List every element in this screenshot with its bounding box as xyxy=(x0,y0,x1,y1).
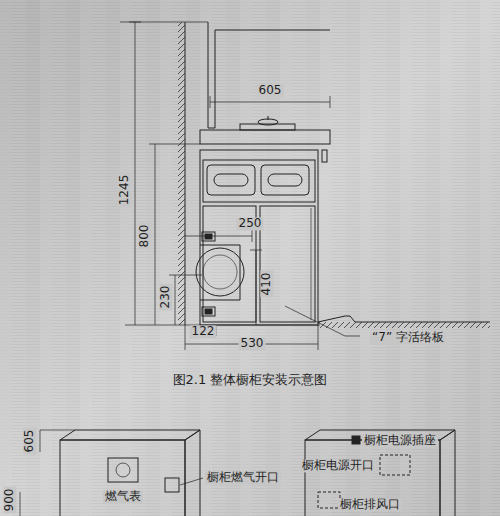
dimension-value: 1245 xyxy=(118,173,131,208)
part-label: 橱柜电源插座 xyxy=(362,434,438,447)
part-label: 橱柜电源开口 xyxy=(300,459,376,472)
dimension-value: 250 xyxy=(237,217,264,230)
dimension-value: 605 xyxy=(257,84,284,97)
dimension-value: 122 xyxy=(190,325,217,338)
part-label: 橱柜排风口 xyxy=(338,498,402,511)
dimension-value: 900 xyxy=(3,486,16,513)
dimension-value: 230 xyxy=(159,284,172,311)
part-label: 燃气表 xyxy=(103,490,143,503)
dimension-value: 800 xyxy=(138,223,151,250)
dimension-value: 605 xyxy=(23,428,36,455)
dimension-value: 530 xyxy=(239,337,266,350)
part-label: “7” 字活络板 xyxy=(370,331,446,344)
part-label: 橱柜燃气开口 xyxy=(205,471,281,484)
figure-caption: 图2.1 整体橱柜安装示意图 xyxy=(171,373,330,387)
dimension-value: 410 xyxy=(260,271,273,298)
